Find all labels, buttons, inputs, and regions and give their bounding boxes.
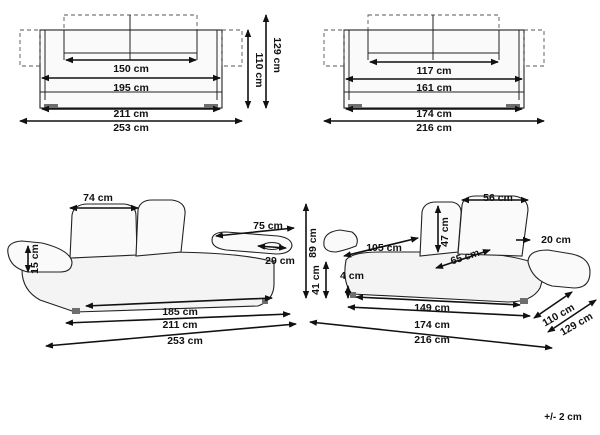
leg-left-2 [350, 292, 356, 298]
sofa3-top-view: 150 cm 195 cm 211 cm 253 cm 110 cm 129 c… [19, 14, 283, 134]
dim-inner-width: 150 cm [113, 63, 149, 75]
dim-seat-depth: 105 cm [366, 242, 402, 254]
dim-inner-width-2: 117 cm [416, 65, 451, 77]
dim-arm-thickness: 15 cm [29, 244, 41, 274]
dim-extended-depth: 129 cm [271, 37, 283, 73]
dim-extended-width-2: 216 cm [416, 122, 452, 134]
sofa-body-outline-2 [343, 29, 525, 109]
dim-leg-height: 4 cm [340, 270, 364, 282]
dim-seat-width-2: 161 cm [416, 82, 452, 94]
dim-height: 89 cm [307, 228, 319, 258]
sofa2-side-view: 56 cm 47 cm 20 cm 105 cm 65 cm 4 cm 149 … [309, 192, 597, 351]
backrest-right-2 [457, 195, 529, 257]
dim-seat-height: 41 cm [310, 265, 322, 295]
right-arm-extension-outline-2 [523, 29, 545, 67]
dim-extended-length-2: 216 cm [414, 334, 450, 346]
foot-right-2 [506, 104, 520, 108]
dim-backrest-height: 47 cm [439, 217, 451, 247]
armrest-left-2 [323, 229, 358, 253]
dim-seat-width: 195 cm [113, 82, 149, 94]
leg-right-2 [520, 298, 528, 304]
armrest-right-2 [527, 249, 591, 289]
dim-extended-width: 253 cm [113, 122, 149, 134]
dim-arm-depth: 29 cm [265, 255, 295, 267]
backrest-right [135, 199, 186, 257]
dim-outer-width-2: 174 cm [416, 108, 452, 120]
dim-outer-length-2: 174 cm [414, 319, 450, 331]
dim-seat-length: 185 cm [162, 306, 198, 318]
dim-outer-width: 211 cm [113, 108, 148, 120]
dim-extended-length: 253 cm [167, 335, 203, 347]
foot-right [204, 104, 218, 108]
dim-outer-length: 211 cm [162, 319, 197, 331]
sofa-base-2 [344, 251, 547, 303]
left-arm-extension-outline [19, 29, 41, 67]
backrest-left [69, 203, 138, 259]
dim-backrest-top: 56 cm [483, 192, 513, 204]
right-arm-extension-outline [221, 29, 243, 67]
sofa3-side-view: 74 cm 75 cm 29 cm 15 cm 185 cm 211 cm 25… [7, 192, 330, 349]
armrest-left [7, 240, 73, 273]
foot-left [44, 104, 58, 108]
dim-backrest-width: 74 cm [83, 192, 113, 204]
leg-left [72, 308, 80, 314]
dim-backrest-thickness: 20 cm [541, 234, 571, 246]
foot-left-2 [348, 104, 362, 108]
left-arm-extension-outline-2 [323, 29, 345, 67]
sofa2-top-view: 117 cm 161 cm 174 cm 216 cm [323, 14, 545, 134]
dim-armrest-width: 75 cm [253, 220, 283, 232]
dim-depth: 110 cm [253, 52, 265, 87]
sofa-body-outline [39, 29, 223, 109]
tolerance-note: +/- 2 cm [544, 412, 582, 423]
